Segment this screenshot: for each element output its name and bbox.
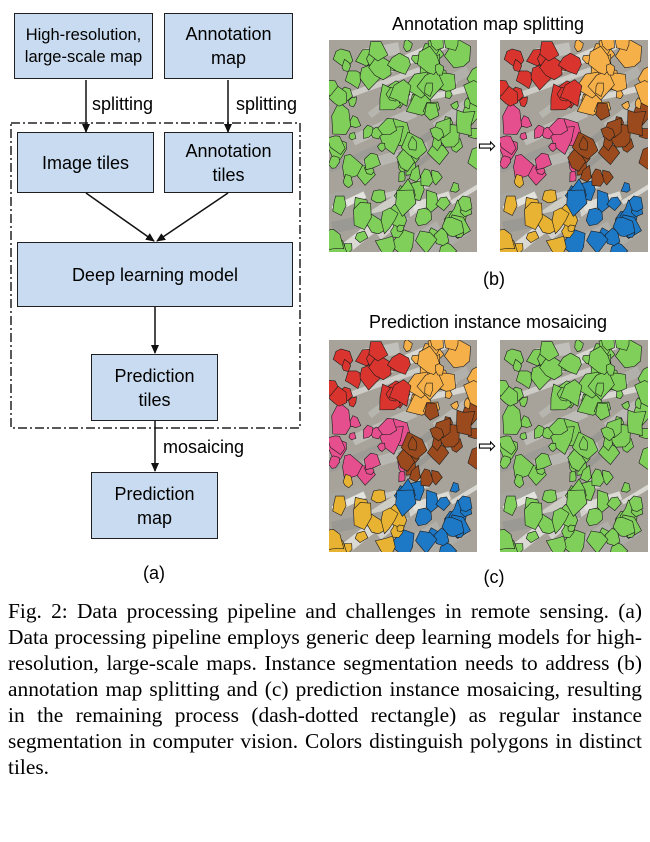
prediction-map-image bbox=[500, 340, 648, 552]
arrow-annotation-tiles-to-model bbox=[156, 192, 229, 242]
panel-a-sublabel: (a) bbox=[143, 563, 165, 583]
hollow-arrow-icon: ⇨ bbox=[478, 134, 497, 159]
arrow-image-tiles-to-model bbox=[85, 192, 155, 242]
annotation-map-image bbox=[329, 40, 477, 252]
box-high-resolution-map: High-resolution, large-scale map bbox=[14, 13, 153, 79]
panel-c-sublabel: (c) bbox=[483, 567, 505, 587]
box-annotation-map: Annotation map bbox=[164, 13, 293, 79]
box-annotation-tiles: Annotation tiles bbox=[164, 132, 293, 193]
figure-caption: Fig. 2: Data processing pipeline and cha… bbox=[8, 599, 642, 779]
box-prediction-tiles: Prediction tiles bbox=[91, 354, 218, 421]
box-deep-learning-model: Deep learning model bbox=[17, 242, 293, 307]
hollow-arrow-icon: ⇨ bbox=[478, 434, 497, 459]
prediction-tiles-image bbox=[329, 340, 477, 552]
box-image-tiles: Image tiles bbox=[17, 132, 154, 193]
label-mosaicing: mosaicing bbox=[163, 437, 245, 457]
annotation-tiles-image bbox=[500, 40, 648, 252]
box-prediction-map: Prediction map bbox=[91, 472, 218, 539]
label-splitting-left: splitting bbox=[92, 94, 154, 114]
panel-c-title: Prediction instance mosaicing bbox=[368, 312, 608, 332]
pipeline-connectors bbox=[10, 80, 301, 472]
panel-b-title: Annotation map splitting bbox=[391, 14, 585, 34]
label-splitting-right: splitting bbox=[236, 94, 298, 114]
panel-b-sublabel: (b) bbox=[483, 269, 505, 289]
